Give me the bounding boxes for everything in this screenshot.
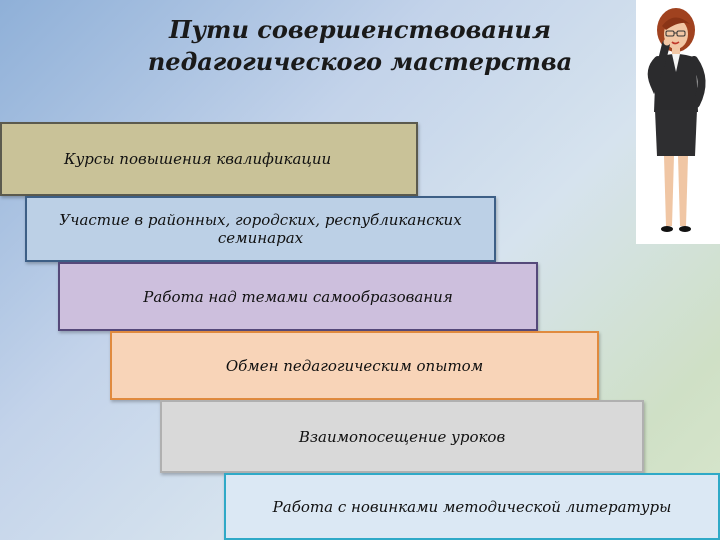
- slide-title-line-1: Пути совершенствования: [169, 15, 551, 44]
- step-6: Работа с новинками методической литерату…: [224, 473, 720, 540]
- step-2-label: Участие в районных, городских, республик…: [59, 211, 462, 247]
- step-3: Работа над темами самообразования: [58, 262, 538, 331]
- step-4-label: Обмен педагогическим опытом: [225, 356, 484, 375]
- step-2: Участие в районных, городских, республик…: [25, 196, 496, 262]
- step-1-label: Курсы повышения квалификации: [64, 150, 332, 168]
- step-3-label: Работа над темами самообразования: [143, 287, 453, 306]
- teacher-illustration-icon: [636, 0, 720, 244]
- step-1: Курсы повышения квалификации: [0, 122, 418, 196]
- step-4: Обмен педагогическим опытом: [110, 331, 599, 400]
- slide-title-line-2: педагогического мастерства: [147, 47, 573, 77]
- step-5-label: Взаимопосещение уроков: [298, 427, 506, 446]
- slide-title: Пути совершенствования педагогического м…: [110, 14, 610, 79]
- step-6-label: Работа с новинками методической литерату…: [272, 497, 672, 516]
- step-5: Взаимопосещение уроков: [160, 400, 644, 473]
